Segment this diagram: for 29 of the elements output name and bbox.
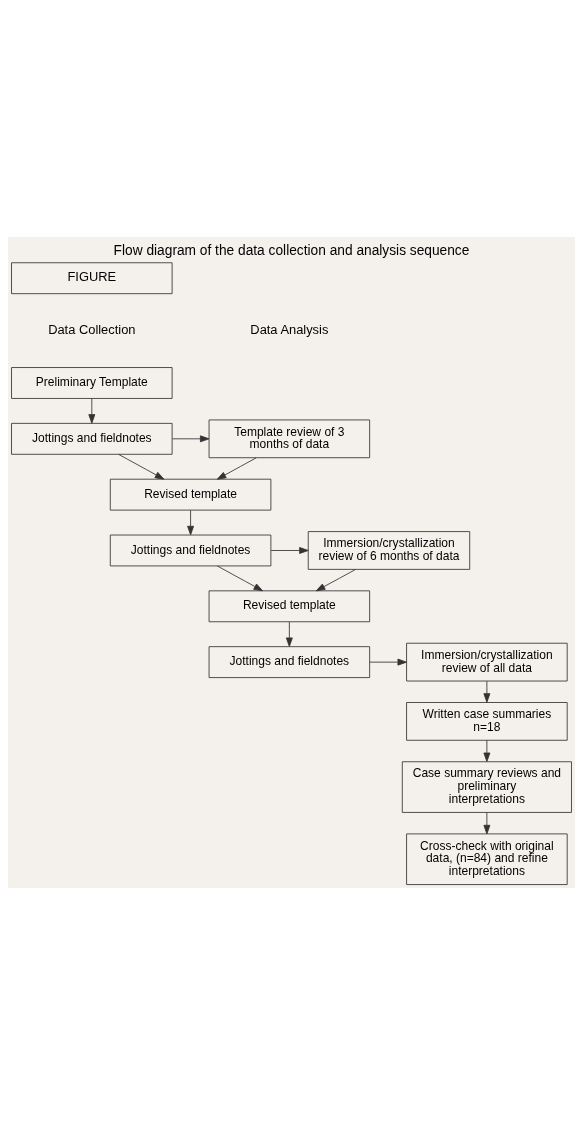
node-box: Immersion/crystallization review of all data [406,642,568,681]
node-box: Preliminary Template [11,366,173,399]
arrow [285,621,293,647]
node-box: Template review of 3 months of data [208,419,371,458]
arrow [483,680,491,703]
diagram-title: Flow diagram of the data collection and analysis sequence [113,242,470,258]
node-box: Revised template [109,478,272,511]
node-box: Jottings and fieldnotes [208,645,371,678]
arrow [187,509,194,535]
node-box: Jottings and fieldnotes [11,422,173,455]
node-box: Revised template [208,589,371,622]
label: FIGURE [67,268,117,284]
arrow [118,453,165,480]
node-box: Jottings and fieldnotes [109,534,272,566]
arrow [315,568,356,591]
arrow [483,739,491,762]
arrow [216,456,257,480]
node-box: Written case summaries n=18 [406,701,568,741]
node-box: Cross-check with original data, (n=84) and refine interpretations [406,832,568,885]
label: Data Collection [48,321,136,337]
arrow [483,811,491,834]
arrow [270,546,309,554]
arrow [369,658,407,666]
arrow [88,397,96,424]
node-box: Immersion/crystallization review of 6 months of data [307,530,471,570]
arrow [216,565,264,591]
label: Data Analysis [250,321,329,337]
arrow [172,434,210,442]
node-box: Case summary reviews and preliminary interpretations [401,760,572,813]
